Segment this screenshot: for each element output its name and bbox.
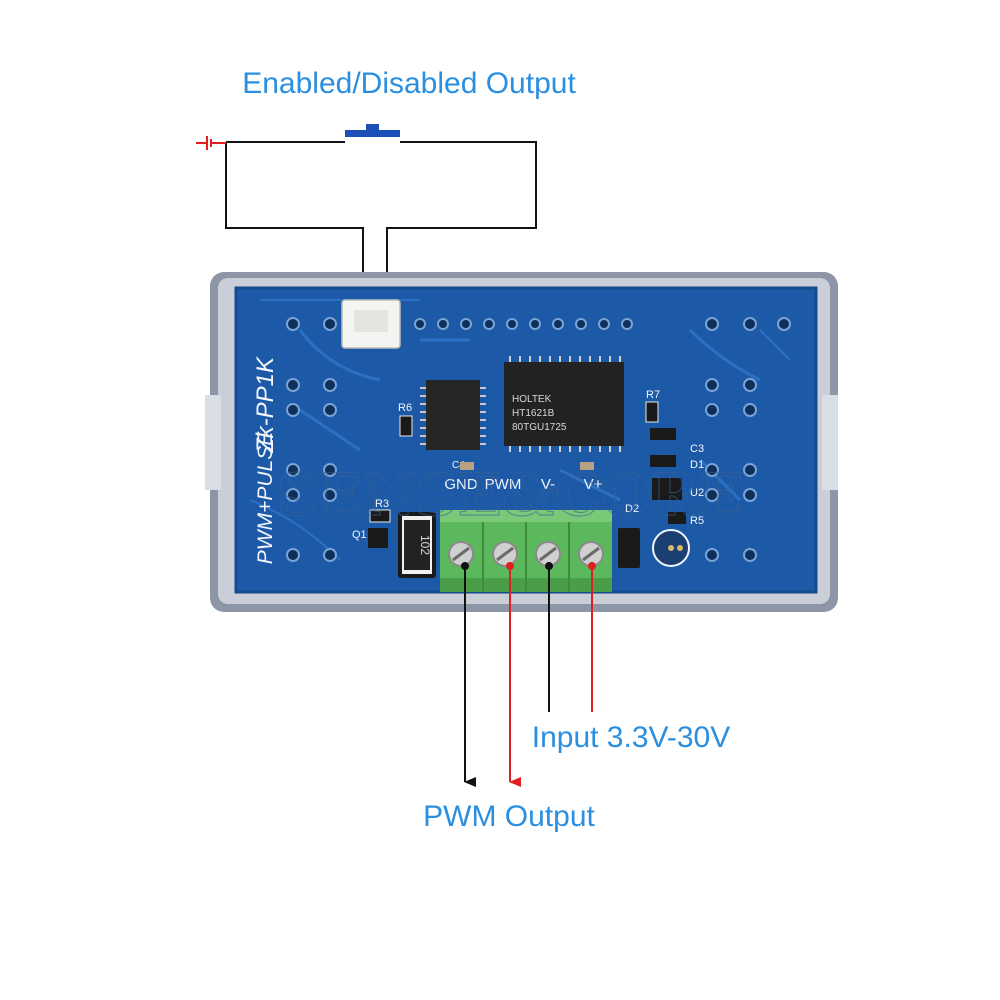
holtek-chip: HOLTEK HT1621B 80TGU1725 xyxy=(504,356,624,452)
output-label: PWM Output xyxy=(423,800,595,833)
board-model: Zk-PP1K xyxy=(252,356,279,454)
chip-brand: HOLTEK xyxy=(512,394,552,405)
push-button-icon xyxy=(345,124,400,137)
watermark: SENSE&CORE xyxy=(277,461,744,529)
driver-chip xyxy=(420,380,486,450)
label-c4: C4 xyxy=(452,460,465,471)
terminal-label-vminus: V- xyxy=(541,476,555,493)
wires xyxy=(461,562,596,787)
resistor-code: 102 xyxy=(418,535,432,555)
label-d1: D1 xyxy=(690,459,704,471)
terminal-labels: GND PWM V- V+ xyxy=(444,476,602,493)
terminal-label-pwm: PWM xyxy=(485,476,522,493)
label-u2: U2 xyxy=(690,487,704,499)
pin-holes xyxy=(286,317,791,562)
label-q1: Q1 xyxy=(352,529,367,541)
switch-circuit xyxy=(196,124,537,320)
label-c3: C3 xyxy=(690,443,704,455)
input-label: Input 3.3V-30V xyxy=(532,721,731,754)
switch-label: Enabled/Disabled Output xyxy=(242,67,576,100)
label-r6: R6 xyxy=(398,402,412,414)
chip-code: 80TGU1725 xyxy=(512,422,567,433)
label-r5: R5 xyxy=(690,515,704,527)
ground-icon xyxy=(196,136,226,150)
switch-connector xyxy=(341,299,401,349)
power-resistor: 102 xyxy=(398,512,436,578)
chip-model: HT1621B xyxy=(512,408,555,419)
board-function: PWM+PULSE xyxy=(254,431,277,564)
terminal-label-gnd: GND xyxy=(444,476,478,493)
label-r7: R7 xyxy=(646,389,660,401)
smd-components xyxy=(368,401,690,568)
terminal-block xyxy=(440,510,612,592)
label-r3: R3 xyxy=(375,498,389,510)
label-d2: D2 xyxy=(625,503,639,515)
terminal-label-vplus: V+ xyxy=(584,476,603,493)
